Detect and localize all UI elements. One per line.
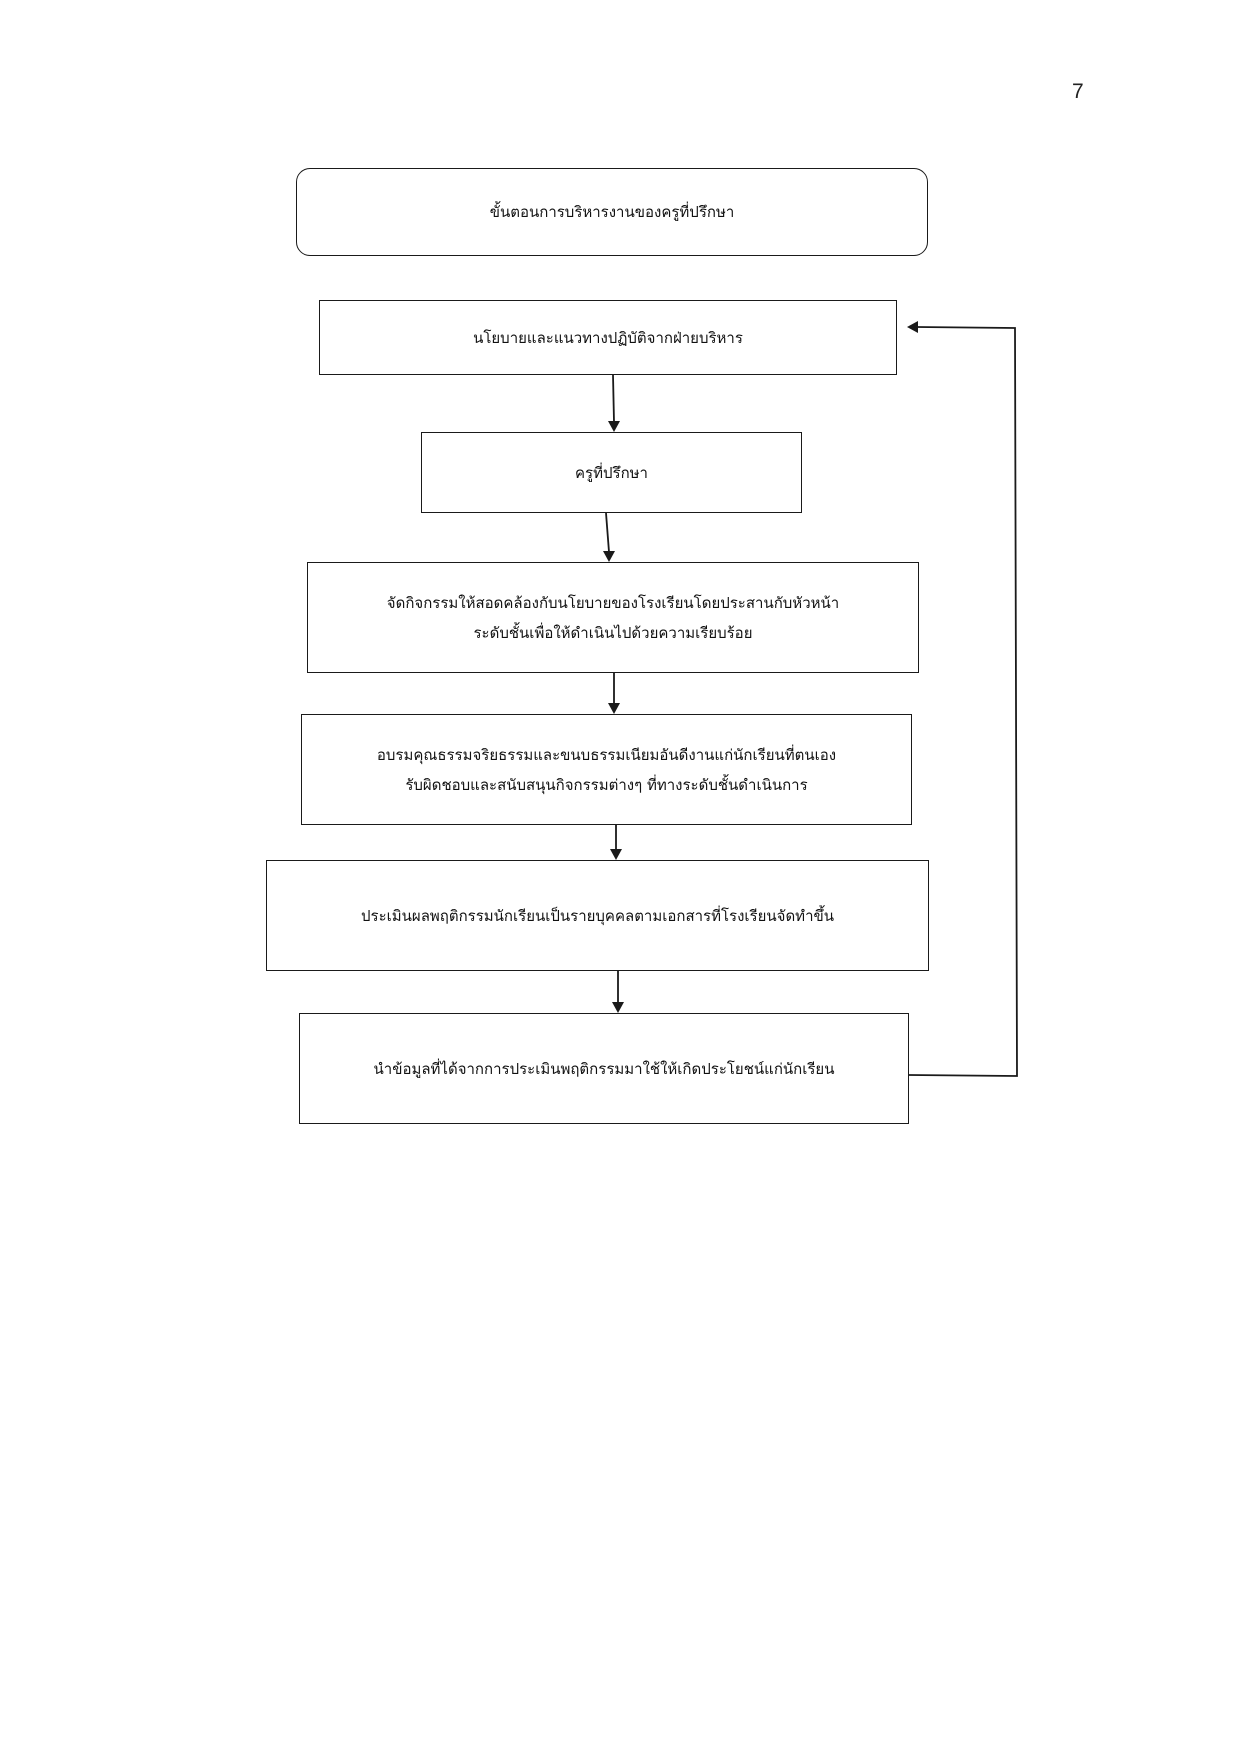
step-activities-box: จัดกิจกรรมให้สอดคล้องกับนโยบายของโรงเรีย… (307, 562, 919, 673)
step-advisor-box: ครูที่ปรึกษา (421, 432, 802, 513)
step-policy-text: นโยบายและแนวทางปฏิบัติจากฝ่ายบริหาร (473, 328, 743, 347)
arrow-activities-to-moral-training (608, 673, 620, 714)
step-advisor-text: ครูที่ปรึกษา (575, 463, 648, 482)
step-moral-training-box: อบรมคุณธรรมจริยธรรมและขนบธรรมเนียมอันดีง… (301, 714, 912, 825)
arrow-advisor-to-activities (603, 512, 615, 562)
arrow-moral-training-to-evaluation (610, 825, 622, 860)
step-activities-text-line-1: จัดกิจกรรมให้สอดคล้องกับนโยบายของโรงเรีย… (386, 593, 840, 612)
step-activities-text-line-2: ระดับชั้นเพื่อให้ดำเนินไปด้วยความเรียบร้… (473, 623, 753, 642)
page-number: 7 (1072, 80, 1084, 103)
step-evaluation-text: ประเมินผลพฤติกรรมนักเรียนเป็นรายบุคคลตาม… (361, 906, 834, 925)
step-evaluation-box: ประเมินผลพฤติกรรมนักเรียนเป็นรายบุคคลตาม… (266, 860, 929, 971)
step-moral-training-text-line-1: อบรมคุณธรรมจริยธรรมและขนบธรรมเนียมอันดีง… (376, 745, 837, 764)
step-apply-results-box: นำข้อมูลที่ได้จากการประเมินพฤติกรรมมาใช้… (299, 1013, 909, 1124)
step-policy-box: นโยบายและแนวทางปฏิบัติจากฝ่ายบริหาร (319, 300, 897, 375)
step-moral-training-text-line-2: รับผิดชอบและสนับสนุนกิจกรรมต่างๆ ที่ทางร… (405, 775, 808, 794)
flowchart-title: ขั้นตอนการบริหารงานของครูที่ปรึกษา (489, 203, 735, 221)
arrow-evaluation-to-apply-results (612, 971, 624, 1013)
flowchart-title-box: ขั้นตอนการบริหารงานของครูที่ปรึกษา (296, 168, 928, 256)
step-apply-results-text: นำข้อมูลที่ได้จากการประเมินพฤติกรรมมาใช้… (373, 1059, 835, 1078)
arrow-policy-to-advisor (608, 374, 620, 432)
